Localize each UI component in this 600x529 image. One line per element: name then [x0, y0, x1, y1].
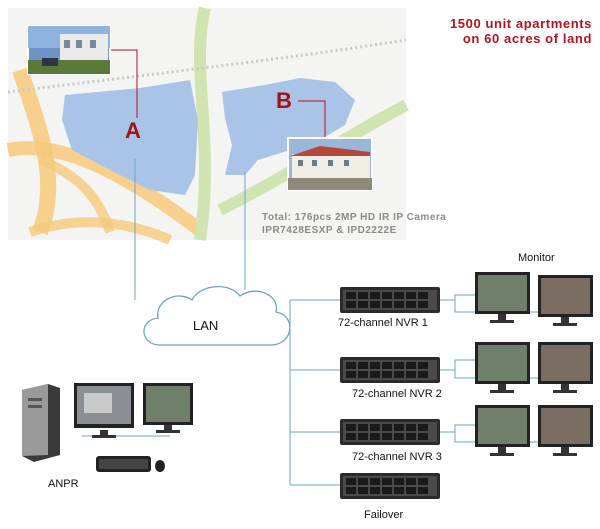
nvr-3-unit	[340, 419, 440, 445]
monitor-nvr1-b	[538, 275, 593, 326]
camera-info-line-1: Total: 176pcs 2MP HD IR IP Camera	[262, 212, 447, 223]
nvr-1-unit	[340, 287, 440, 313]
failover-label: Failover	[364, 509, 404, 521]
monitor-nvr3-a	[475, 405, 530, 456]
lan-cloud	[143, 285, 291, 346]
camera-info-line-2: IPR7428ESXP & IPD2222E	[262, 225, 397, 236]
monitor-nvr3-b	[538, 405, 593, 456]
zone-a-leader-line	[110, 49, 138, 118]
anpr-keyboard	[96, 456, 165, 472]
railway	[7, 38, 407, 94]
link-nvr2-monitor-a	[440, 359, 478, 371]
zone-b-label: B	[276, 88, 292, 113]
monitor-nvr2-a	[475, 342, 530, 393]
monitor-nvr2-b	[538, 342, 593, 393]
anpr-tower-pc	[22, 384, 60, 462]
monitor-label: Monitor	[518, 252, 555, 264]
monitor-nvr1-a	[475, 272, 530, 323]
zone-b-area	[222, 78, 355, 175]
camera-info: Total: 176pcs 2MP HD IR IP Camera IPR742…	[262, 211, 446, 237]
link-nvr3-monitor-a	[440, 424, 478, 433]
site-map	[6, 6, 409, 245]
lan-label: LAN	[193, 318, 219, 333]
zone-a-area	[62, 80, 198, 195]
failover-nvr-unit	[340, 473, 440, 499]
anpr-label: ANPR	[48, 478, 79, 490]
site-headline: 1500 unit apartments on 60 acres of land	[450, 16, 592, 46]
road-yellow-4	[28, 217, 173, 245]
nvr-3-label: 72-channel NVR 3	[352, 451, 442, 463]
zone-a-label: A	[125, 118, 141, 143]
zone-a-photo	[27, 25, 111, 75]
nvr-1-label: 72-channel NVR 1	[338, 317, 428, 329]
headline-line-2: on 60 acres of land	[462, 31, 592, 46]
zone-b-leader-line	[298, 100, 326, 138]
nvr-2-label: 72-channel NVR 2	[352, 388, 442, 400]
headline-line-1: 1500 unit apartments	[449, 16, 592, 31]
road-yellow-2	[6, 141, 205, 236]
link-nvr1-monitor-a	[440, 294, 478, 301]
anpr-live-view-monitor	[143, 383, 193, 433]
nvr-2-unit	[340, 357, 440, 383]
road-green-1	[194, 6, 211, 241]
zone-b-photo	[287, 137, 373, 191]
anpr-monitor	[74, 383, 134, 438]
